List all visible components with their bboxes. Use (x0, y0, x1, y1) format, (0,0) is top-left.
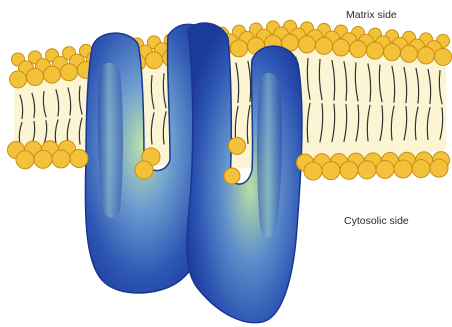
lipid-head (376, 160, 394, 178)
lipid-head (418, 47, 435, 64)
cytosolic-side-label: Cytosolic side (344, 215, 409, 227)
lipid-head (412, 160, 430, 178)
lipid-head (146, 52, 163, 69)
lipid-head (135, 161, 153, 179)
lipid-head (322, 162, 340, 180)
lipid-head (316, 37, 333, 54)
protein-highlight (98, 63, 123, 218)
lipid-head (358, 161, 376, 179)
lipid-head (340, 161, 358, 179)
lipid-head (27, 69, 44, 86)
lipid-head (229, 137, 246, 154)
lipid-head (10, 71, 27, 88)
lipid-head (435, 48, 452, 65)
lipid-head (367, 42, 384, 59)
lipid-head (384, 44, 401, 61)
lipid-head (350, 41, 367, 58)
lipid-head (52, 150, 70, 168)
lipid-head (401, 45, 418, 62)
lipid-head (224, 168, 240, 184)
lipid-head (34, 150, 52, 168)
lipid-head (304, 162, 322, 180)
transmembrane-protein (85, 23, 302, 323)
lipid-head (61, 64, 78, 81)
lipid-head (16, 151, 34, 169)
lipid-head (394, 160, 412, 178)
matrix-side-label: Matrix side (346, 9, 397, 21)
lipid-head (299, 36, 316, 53)
lipid-head (44, 66, 61, 83)
lipid-head (430, 159, 448, 177)
lipid-head (70, 149, 88, 167)
lipid-head (333, 39, 350, 56)
lipid-head (231, 40, 248, 57)
